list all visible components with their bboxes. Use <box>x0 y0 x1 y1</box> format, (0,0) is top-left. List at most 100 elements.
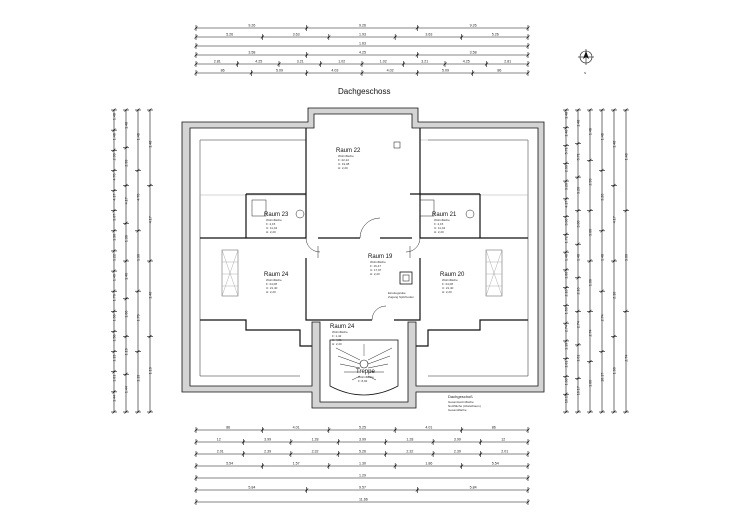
dimension-label: 86 <box>497 69 501 73</box>
dimension-label: 1.28 <box>312 438 319 442</box>
dimension-label: 5.54 <box>492 462 499 466</box>
einstieg-annotation: Einstiegsluke Zugang Spitzboden <box>388 291 414 299</box>
room-metric: F: 24,08 <box>442 282 453 286</box>
room-name: Raum 21 <box>432 212 457 218</box>
dimension-label: 1.36 <box>137 254 141 261</box>
dimension-label: 1.19 <box>565 343 569 350</box>
dimension-label: 1.70 <box>113 294 117 301</box>
room-metric: H: 2,20 <box>266 290 276 294</box>
dimension-label: 1.58 <box>113 335 117 342</box>
dimension-label: 5.84 <box>248 486 255 490</box>
dimension-label: 2.81 <box>214 60 221 64</box>
room-metric: Wohnfläche <box>266 278 282 282</box>
dimension-label: 1.06 <box>125 311 129 318</box>
room-metric: U: 21,40 <box>266 286 278 290</box>
room-metric: U: 4,81 <box>332 338 342 342</box>
dimension-label: 3.07 <box>113 214 117 221</box>
roof-window <box>221 249 239 297</box>
room-metric: H: 2,20 <box>434 230 444 234</box>
dimension-label: 4.17 <box>125 197 129 204</box>
dimension-label: 2.74 <box>565 325 569 332</box>
room-metric: H: 2,20 <box>332 342 342 346</box>
room-metric: U: 17,97 <box>370 268 382 272</box>
dimension-label: 3.63 <box>293 33 300 37</box>
roof-window <box>485 249 503 297</box>
dimension-label: 1.46 <box>113 274 117 281</box>
dimension-label: 2.74 <box>601 314 605 321</box>
dimension-label: 1.02 <box>380 60 387 64</box>
room-metric: U: 21,40 <box>442 286 454 290</box>
dimension-label: 12 <box>217 438 221 442</box>
dimension-label: 1.44 <box>113 395 117 402</box>
room-metric: H: 2,20 <box>266 230 276 234</box>
dimension-label: 3.21 <box>421 60 428 64</box>
area-legend: Dachgeschoß Gesamtwohnfläche Nutzfläche … <box>448 394 481 412</box>
room-metric: U: 19,08 <box>338 162 350 166</box>
dimension-label: 1.46 <box>149 292 153 299</box>
dimension-label: 1.60 <box>565 378 569 385</box>
dimension-label: 5.25 <box>359 426 366 430</box>
dimension-label: 1.30 <box>359 462 366 466</box>
room-metric: U: 11,04 <box>266 226 277 230</box>
dimension-label: 10.17 <box>565 394 569 403</box>
room-metric: F: 8,92 <box>358 379 368 383</box>
dimension-label: 9.26 <box>470 24 477 28</box>
room-metric: F: 1,42 <box>332 334 342 338</box>
dimension-label: 3.26 <box>565 183 569 190</box>
dimension-label: 2.39 <box>264 450 271 454</box>
dimension-label: 1.22 <box>113 254 117 261</box>
dimension-label: 3.00 <box>577 220 581 227</box>
room-metric: F: 22,22 <box>338 158 349 162</box>
dimension-label: 3.26 <box>601 194 605 201</box>
dimension-label: 1.48 <box>565 112 569 119</box>
dimension-label: 2.74 <box>625 355 629 362</box>
dimension-label: 4.17 <box>113 194 117 201</box>
dimension-label: 1.19 <box>137 375 141 382</box>
room-name: Raum 23 <box>264 212 289 218</box>
room-metric: H: 2,20 <box>370 272 380 276</box>
dimension-label: 1.06 <box>589 279 593 286</box>
dimension-label: 4.76 <box>113 173 117 180</box>
dimension-label: 1.29 <box>359 474 366 478</box>
room-metric: Wohnfläche <box>332 330 348 334</box>
dimension-label: 4.76 <box>137 194 141 201</box>
dimension-label: 11.66 <box>359 498 368 502</box>
room-metric: F: 16,47 <box>370 264 381 268</box>
dimension-chain-left: 1.481.482.994.764.173.071.361.221.461.70… <box>111 108 153 414</box>
dimension-label: 4.02 <box>387 69 394 73</box>
room-name: Raum 24 <box>330 324 355 330</box>
dimension-label: 5.26 <box>492 33 499 37</box>
annotation-line: Einstiegsluke <box>388 291 406 295</box>
room-name: Treppe <box>356 369 375 375</box>
dimension-label: 2.39 <box>454 450 461 454</box>
dimension-label: 2.99 <box>125 160 129 167</box>
dimension-label: 1.28 <box>406 438 413 442</box>
legend-line: Gesamtwohnfläche <box>448 400 474 404</box>
dimension-label: 1.48 <box>565 254 569 261</box>
dimension-label: 2.32 <box>406 450 413 454</box>
dimension-label: 1.01 <box>565 361 569 368</box>
dimension-label: 3.21 <box>297 60 304 64</box>
dimension-label: 2.01 <box>501 450 508 454</box>
dimension-label: 3.63 <box>425 33 432 37</box>
dimension-label: 2.74 <box>589 330 593 337</box>
room-metric: Wohnfläche <box>266 218 282 222</box>
room-name: Raum 22 <box>336 148 361 154</box>
room-metric: U: 11,04 <box>434 226 445 230</box>
dimension-label: 4.25 <box>255 60 262 64</box>
dimension-label: 1.19 <box>113 355 117 362</box>
dimension-label: 3.99 <box>359 438 366 442</box>
dimension-label: 4.01 <box>425 426 432 430</box>
dimension-label: 1.59 <box>565 307 569 314</box>
dimension-label: 5.71 <box>577 153 581 160</box>
dimension-label: 9.26 <box>359 24 366 28</box>
dimension-chain-right: 1.481.485.712.993.264.173.001.721.481.06… <box>563 108 629 414</box>
dimension-label: 1.48 <box>625 153 629 160</box>
dimension-label: 3.99 <box>264 438 271 442</box>
